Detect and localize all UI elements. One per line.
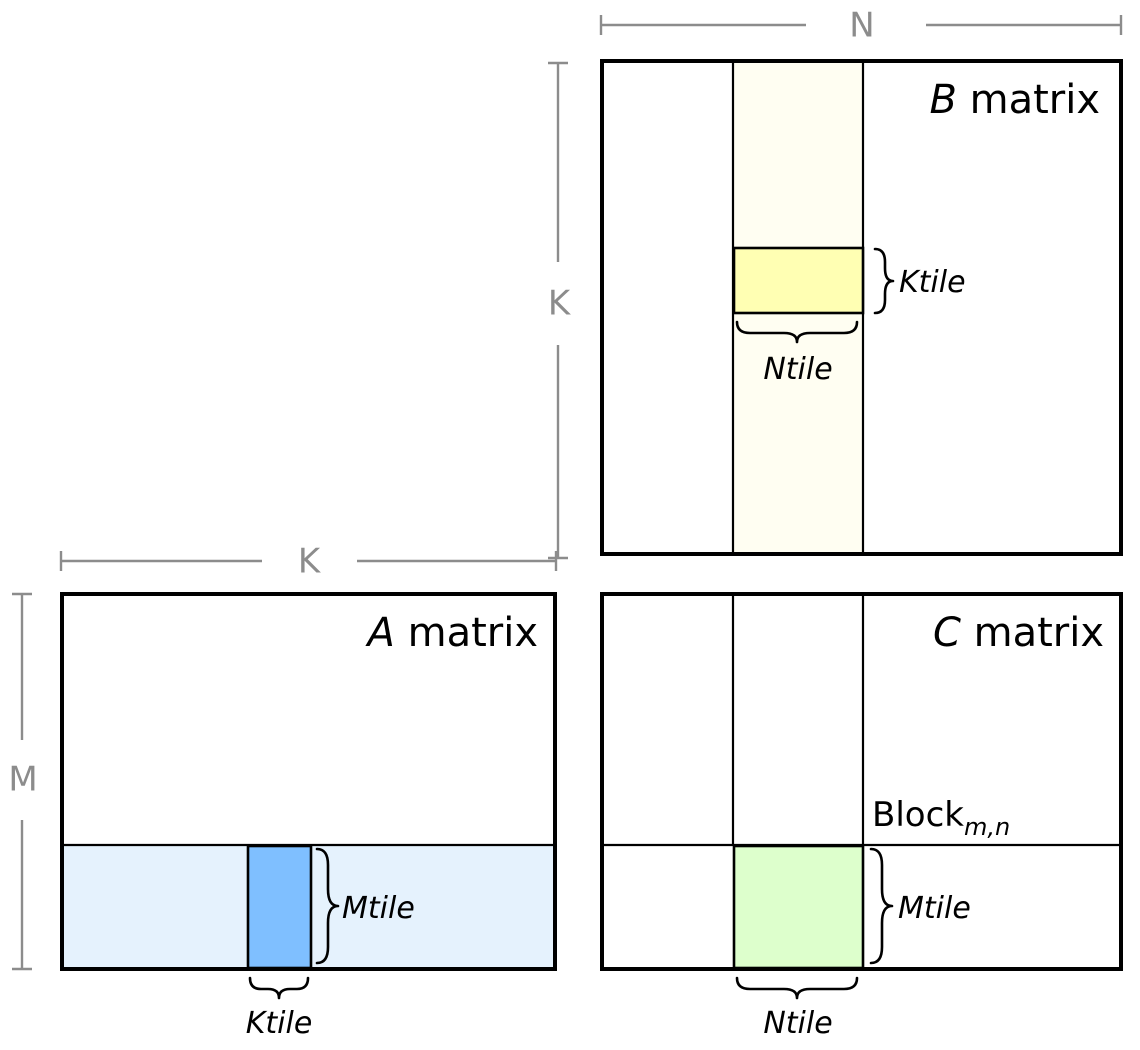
c-matrix-title: C matrix: [933, 610, 1104, 656]
n-dimension-label: N: [849, 6, 874, 46]
n-dimension-indicator: N: [599, 6, 1123, 46]
b-matrix: B matrix Ktile Ntile: [600, 59, 1123, 556]
c-matrix-title-rest: matrix: [961, 610, 1104, 656]
c-matrix-title-symbol: C: [933, 610, 961, 656]
a-matrix-mtile-label: Mtile: [342, 891, 415, 926]
k-dimension-vertical-label: K: [548, 284, 572, 324]
k-dimension-vertical-indicator: K: [548, 61, 572, 560]
c-matrix-mtile-brace: [869, 847, 894, 965]
c-matrix-block-label-text: Block: [872, 795, 964, 835]
a-matrix-ktile-brace: [248, 976, 310, 1000]
b-matrix-ktile-brace: [873, 247, 895, 315]
b-matrix-title-rest: matrix: [957, 77, 1100, 123]
b-matrix-ntile-brace: [735, 320, 859, 344]
k-dimension-horizontal-label: K: [298, 542, 322, 582]
a-matrix-mtile-brace: [315, 847, 340, 965]
c-matrix-block-label-subscript: m,n: [964, 813, 1010, 841]
a-matrix: A matrix Mtile Ktile: [60, 592, 557, 1041]
k-dimension-horizontal-indicator: K: [59, 542, 558, 582]
a-matrix-title: A matrix: [365, 610, 538, 656]
a-matrix-ktile-label: Ktile: [246, 1006, 313, 1041]
m-dimension-indicator: M: [8, 592, 38, 971]
c-matrix-ntile-mtile-tile: [732, 844, 865, 970]
c-matrix-ntile-brace: [735, 976, 859, 1000]
m-dimension-label: M: [8, 760, 37, 800]
c-matrix-block-label: Blockm,n: [872, 795, 1010, 841]
c-matrix-mtile-label: Mtile: [898, 891, 971, 926]
b-matrix-ntile-label: Ntile: [763, 352, 832, 387]
b-matrix-ktile-ntile-tile: [732, 246, 865, 315]
a-matrix-title-symbol: A: [365, 610, 395, 656]
a-matrix-ktile-mtile-tile: [246, 844, 313, 970]
b-matrix-border: [600, 59, 1123, 556]
b-matrix-ktile-label: Ktile: [899, 265, 966, 300]
c-matrix: C matrix Blockm,n Mtile Ntile: [600, 592, 1123, 1041]
c-matrix-ntile-label: Ntile: [763, 1006, 832, 1041]
b-matrix-title: B matrix: [929, 77, 1100, 123]
a-matrix-title-rest: matrix: [395, 610, 538, 656]
b-matrix-title-symbol: B: [929, 77, 956, 123]
